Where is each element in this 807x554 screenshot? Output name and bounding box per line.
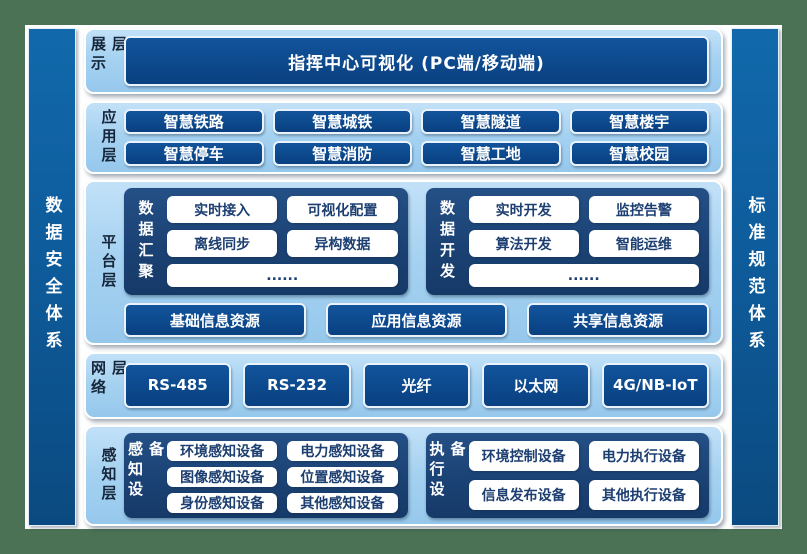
item-image-sensing: 图像感知设备	[167, 467, 278, 487]
layer-label-platform: 平台层	[99, 234, 118, 291]
network-button-4g-nbiot: 4G/NB-IoT	[601, 362, 709, 408]
application-grid: 智慧铁路 智慧城铁 智慧隧道 智慧楼宇 智慧停车 智慧消防 智慧工地 智慧校园	[124, 108, 709, 166]
item-other-sensing: 其他感知设备	[287, 493, 398, 513]
layer-panel-network: 网络层 RS-485 RS-232 光纤 以太网 4G/NB-IoT	[84, 351, 723, 419]
item-realtime-access: 实时接入	[167, 196, 278, 223]
standards-sidebar: 标准规范体系	[731, 28, 779, 526]
item-info-publish: 信息发布设备	[468, 480, 579, 510]
standards-label: 标准规范体系	[744, 196, 765, 358]
item-env-control: 环境控制设备	[468, 441, 579, 471]
network-body: RS-485 RS-232 光纤 以太网 4G/NB-IoT	[124, 360, 709, 411]
layer-panel-display: 展示层 指挥中心可视化 (PC端/移动端)	[84, 28, 723, 94]
app-button-smart-fire: 智慧消防	[272, 140, 412, 166]
group-data-aggregation: 数据汇聚 实时接入 可视化配置 离线同步 异构数据 ......	[124, 188, 408, 295]
data-aggregation-grid: 实时接入 可视化配置 离线同步 异构数据 ......	[167, 196, 398, 287]
perception-body: 感知设备 环境感知设备 电力感知设备 图像感知设备 位置感知设备 身份感知设备 …	[124, 433, 709, 518]
item-power-actuator: 电力执行设备	[588, 441, 699, 471]
layer-label-perception: 感知层	[99, 447, 118, 504]
group-label-data-aggregation: 数据汇聚	[136, 199, 155, 284]
app-button-smart-parking: 智慧停车	[124, 140, 264, 166]
layers-column: 展示层 指挥中心可视化 (PC端/移动端) 应用层 智慧铁路 智慧城铁 智慧隧道…	[84, 28, 723, 526]
actuator-grid: 环境控制设备 电力执行设备 信息发布设备 其他执行设备	[468, 441, 699, 510]
layer-panel-platform: 平台层 数据汇聚 实时接入 可视化配置 离线同步 异构数据 ......	[84, 180, 723, 345]
diagram-background: 数据安全体系 展示层 指挥中心可视化 (PC端/移动端) 应用层 智慧铁路 智慧…	[25, 25, 782, 529]
group-sensing-devices: 感知设备 环境感知设备 电力感知设备 图像感知设备 位置感知设备 身份感知设备 …	[124, 433, 408, 518]
resource-basic-info: 基础信息资源	[124, 303, 306, 337]
item-realtime-dev: 实时开发	[468, 196, 579, 223]
item-intelligent-ops: 智能运维	[588, 230, 699, 257]
group-label-sensing-devices: 感知设备	[126, 441, 165, 501]
resource-app-info: 应用信息资源	[325, 303, 508, 337]
app-button-smart-metro: 智慧城铁	[272, 108, 412, 134]
item-visual-config: 可视化配置	[287, 196, 398, 223]
resource-shared-info: 共享信息资源	[527, 303, 710, 337]
command-center-banner: 指挥中心可视化 (PC端/移动端)	[124, 36, 709, 86]
item-other-actuator: 其他执行设备	[588, 480, 699, 510]
item-env-sensing: 环境感知设备	[167, 441, 278, 461]
group-label-actuator-devices: 执行设备	[427, 441, 467, 501]
network-button-rs232: RS-232	[243, 362, 351, 408]
sensing-grid: 环境感知设备 电力感知设备 图像感知设备 位置感知设备 身份感知设备 其他感知设…	[167, 441, 398, 513]
platform-body: 数据汇聚 实时接入 可视化配置 离线同步 异构数据 ...... 数据开发	[124, 188, 710, 337]
item-identity-sensing: 身份感知设备	[167, 493, 278, 513]
perception-groups: 感知设备 环境感知设备 电力感知设备 图像感知设备 位置感知设备 身份感知设备 …	[124, 433, 709, 518]
item-position-sensing: 位置感知设备	[287, 467, 398, 487]
app-button-smart-building: 智慧楼宇	[569, 108, 709, 134]
layer-label-application: 应用层	[99, 108, 118, 166]
item-heterogeneous-data: 异构数据	[287, 230, 398, 257]
data-security-sidebar: 数据安全体系	[28, 28, 76, 526]
item-offline-sync: 离线同步	[167, 230, 278, 257]
item-monitor-alert: 监控告警	[588, 196, 699, 223]
item-power-sensing: 电力感知设备	[287, 441, 398, 461]
network-button-rs485: RS-485	[124, 362, 232, 408]
layer-label-network: 网络层	[89, 359, 128, 398]
network-button-ethernet: 以太网	[482, 362, 590, 408]
resource-row: 基础信息资源 应用信息资源 共享信息资源	[124, 303, 710, 337]
app-button-smart-tunnel: 智慧隧道	[421, 108, 561, 134]
item-algorithm-dev: 算法开发	[468, 230, 579, 257]
layer-panel-perception: 感知层 感知设备 环境感知设备 电力感知设备 图像感知设备 位置感知设备 身份感…	[84, 425, 723, 526]
app-button-smart-campus: 智慧校园	[569, 140, 709, 166]
layer-panel-application: 应用层 智慧铁路 智慧城铁 智慧隧道 智慧楼宇 智慧停车 智慧消防 智慧工地 智…	[84, 100, 723, 174]
layer-label-display: 展示层	[89, 36, 128, 74]
display-body: 指挥中心可视化 (PC端/移动端)	[124, 36, 709, 86]
network-grid: RS-485 RS-232 光纤 以太网 4G/NB-IoT	[124, 360, 709, 411]
network-button-fiber: 光纤	[362, 362, 471, 408]
group-label-data-development: 数据开发	[438, 199, 456, 284]
app-button-smart-railway: 智慧铁路	[124, 108, 264, 134]
application-body: 智慧铁路 智慧城铁 智慧隧道 智慧楼宇 智慧停车 智慧消防 智慧工地 智慧校园	[124, 108, 709, 166]
data-development-grid: 实时开发 监控告警 算法开发 智能运维 ......	[468, 196, 699, 287]
item-development-more: ......	[468, 264, 699, 287]
group-actuator-devices: 执行设备 环境控制设备 电力执行设备 信息发布设备 其他执行设备	[425, 433, 709, 518]
group-data-development: 数据开发 实时开发 监控告警 算法开发 智能运维 ......	[425, 188, 709, 295]
platform-groups: 数据汇聚 实时接入 可视化配置 离线同步 异构数据 ...... 数据开发	[124, 188, 709, 295]
app-button-smart-site: 智慧工地	[421, 140, 561, 166]
item-aggregation-more: ......	[167, 264, 398, 287]
data-security-label: 数据安全体系	[41, 196, 62, 358]
